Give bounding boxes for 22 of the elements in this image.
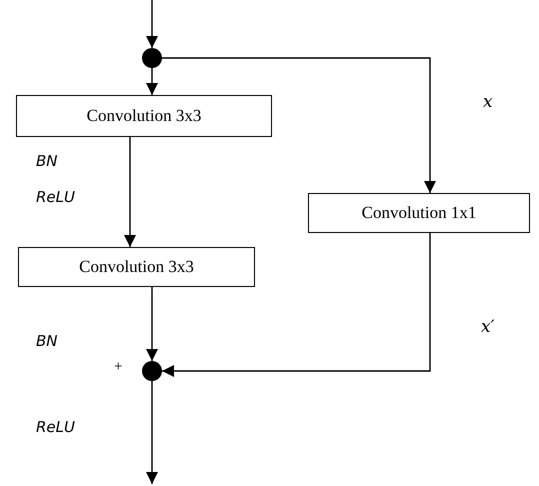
arrow: [146, 0, 158, 48]
box-label: Convolution 3x3: [79, 257, 194, 277]
arrow: [146, 68, 158, 95]
plus-sign: +: [114, 359, 122, 376]
arrow: [146, 381, 158, 484]
junction-dot: [142, 48, 162, 68]
process-box: [308, 193, 530, 233]
variable-label: x′: [481, 317, 494, 337]
arrow: [146, 287, 158, 361]
arrow: [162, 233, 431, 377]
box-label: Convolution 1x1: [362, 203, 476, 223]
operation-label: ReLU: [36, 418, 75, 436]
process-box: [16, 95, 272, 137]
arrow: [124, 137, 136, 247]
operation-label: BN: [36, 152, 58, 170]
variable-label: x: [483, 92, 493, 112]
box-label: Convolution 3x3: [86, 106, 202, 126]
process-box: [18, 247, 255, 287]
junction-dot: [142, 361, 162, 381]
operation-label: ReLU: [36, 188, 75, 206]
arrow: [162, 57, 436, 193]
operation-label: BN: [36, 332, 58, 350]
